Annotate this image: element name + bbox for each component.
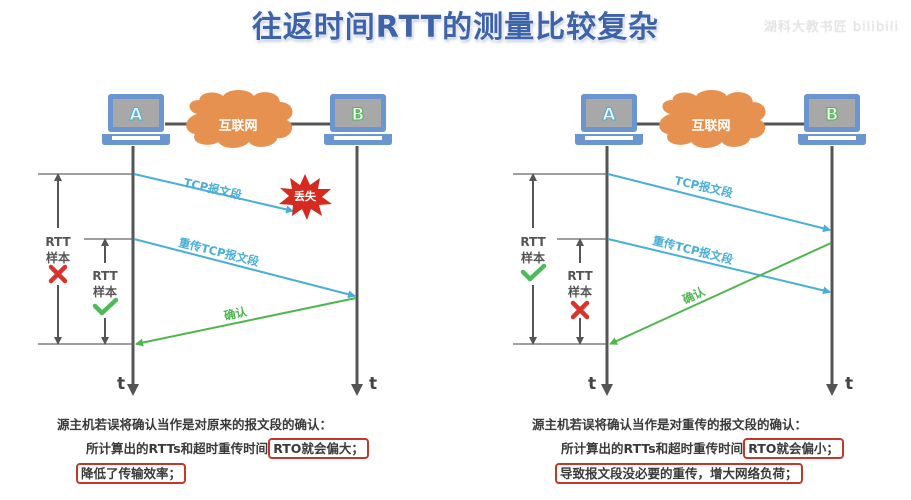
page-title: 往返时间RTT的测量比较复杂 [251, 10, 660, 45]
cloud-label: 互联网 [691, 119, 730, 134]
right-rto-highlight: RTO就会偏小； [743, 438, 844, 459]
left-rto-highlight: RTO就会偏大； [268, 438, 369, 459]
ack-arrow [135, 297, 357, 347]
rtt-outer-label: RTT [520, 235, 546, 249]
host-b-label: B [352, 105, 365, 125]
right-caption-line1: 源主机若误将确认当作是对重传的报文段的确认： [532, 417, 808, 432]
right-load-highlight: 导致报文段没必要的重传，增大网络负荷； [555, 463, 803, 484]
segment-arrow [607, 173, 831, 233]
right-caption-line3: 导致报文段没必要的重传，增大网络负荷； [555, 463, 803, 484]
right-diagram: 互联网 A B t t RTT 样本 RTT 样本 TCP报文段 重传TCP报文… [513, 90, 866, 396]
retransmit-arrow [133, 238, 356, 299]
lost-burst-icon [279, 174, 332, 220]
host-a-label: A [602, 105, 616, 125]
rtt-inner-sample-label: 样本 [568, 284, 592, 299]
left-caption-line3: 降低了传输效率； [76, 463, 187, 484]
host-a-label: A [129, 105, 143, 125]
ack-label: 确认 [223, 304, 249, 323]
time-label-b: t [845, 374, 853, 394]
rtt-inner-label: RTT [567, 269, 593, 283]
ack-arrow [609, 242, 832, 345]
left-caption-line1: 源主机若误将确认当作是对原来的报文段的确认： [57, 417, 333, 432]
cross-icon [48, 264, 68, 284]
rtt-outer-sample-label: 样本 [46, 250, 70, 265]
time-label-a: t [117, 374, 125, 394]
rtt-outer-sample-label: 样本 [521, 250, 545, 265]
rtt-outer-label: RTT [45, 235, 71, 249]
watermark: 湖科大教书匠 bilibili [763, 20, 899, 35]
segment-label: TCP报文段 [673, 173, 734, 200]
time-label-a: t [588, 374, 596, 394]
ack-label: 确认 [680, 284, 707, 307]
cloud-label: 互联网 [218, 119, 257, 134]
segment-label: TCP报文段 [182, 175, 243, 202]
host-b-label: B [826, 105, 839, 125]
retransmit-label: 重传TCP报文段 [651, 233, 735, 267]
cross-icon [570, 300, 590, 320]
time-label-b: t [369, 374, 377, 394]
rtt-inner-sample-label: 样本 [93, 284, 117, 299]
retransmit-arrow [607, 238, 831, 295]
segment-arrow [133, 173, 294, 214]
check-icon [520, 263, 547, 282]
left-caption-line2-prefix: 所计算出的RTTs和超时重传时间 [86, 441, 269, 456]
rtt-inner-label: RTT [92, 269, 118, 283]
left-diagram: 互联网 A B t t RTT 样本 RTT 样本 TCP报文段 [38, 90, 392, 396]
left-efficiency-highlight: 降低了传输效率； [76, 463, 187, 484]
check-icon [92, 297, 119, 316]
retransmit-label: 重传TCP报文段 [177, 235, 261, 269]
lost-label: 丢失 [294, 189, 317, 203]
right-caption-line2-prefix: 所计算出的RTTs和超时重传时间 [561, 441, 744, 456]
